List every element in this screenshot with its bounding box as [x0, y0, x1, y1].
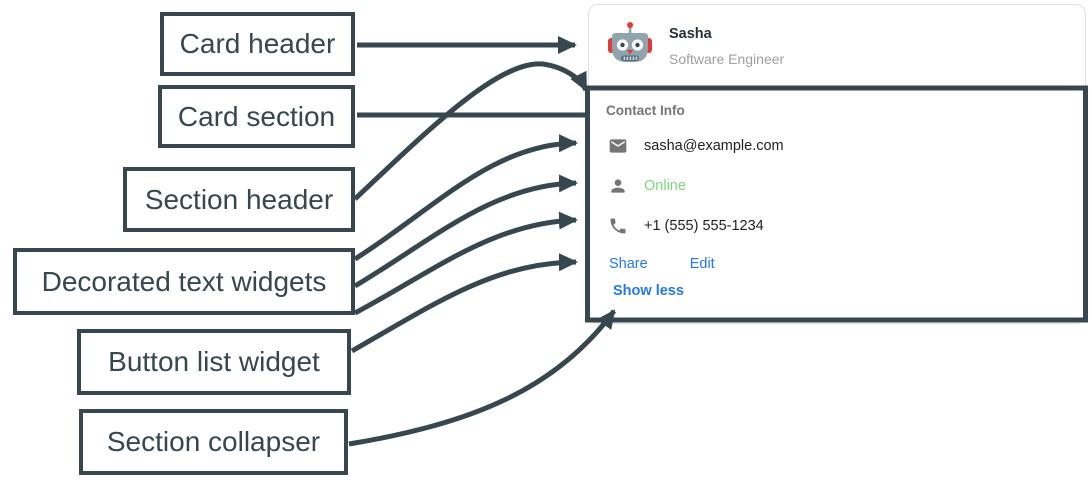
label-decorated-text-widgets: Decorated text widgets [13, 248, 355, 315]
email-row: sasha@example.com [608, 136, 784, 156]
contact-card: Sasha Software Engineer Contact Info sas… [588, 4, 1086, 324]
label-button-list-widget: Button list widget [77, 329, 351, 395]
arrow-decorated-text-3 [353, 211, 578, 316]
robot-avatar-icon [605, 19, 655, 69]
arrow-button-list [350, 253, 578, 354]
arrow-section-collapser [348, 309, 617, 447]
phone-icon [608, 216, 628, 236]
email-text: sasha@example.com [644, 138, 784, 154]
label-card-header: Card header [160, 12, 355, 76]
person-icon [608, 176, 628, 196]
status-text: Online [644, 178, 686, 194]
edit-button[interactable]: Edit [689, 256, 715, 272]
label-card-section: Card section [158, 85, 355, 148]
share-button[interactable]: Share [609, 256, 648, 272]
arrow-section-header [353, 61, 589, 201]
card-header-subtitle: Software Engineer [669, 51, 785, 67]
show-less-button[interactable]: Show less [613, 283, 684, 299]
arrow-decorated-text-1 [353, 134, 578, 262]
email-icon [608, 136, 628, 156]
phone-row: +1 (555) 555-1234 [608, 216, 764, 236]
card-header-name: Sasha [669, 26, 712, 42]
section-header-title: Contact Info [606, 103, 685, 118]
arrow-decorated-text-2 [353, 174, 578, 289]
status-row: Online [608, 176, 686, 196]
label-section-collapser: Section collapser [79, 409, 348, 475]
phone-text: +1 (555) 555-1234 [644, 218, 764, 234]
button-list: Share Edit [609, 256, 715, 272]
label-section-header: Section header [123, 167, 355, 232]
